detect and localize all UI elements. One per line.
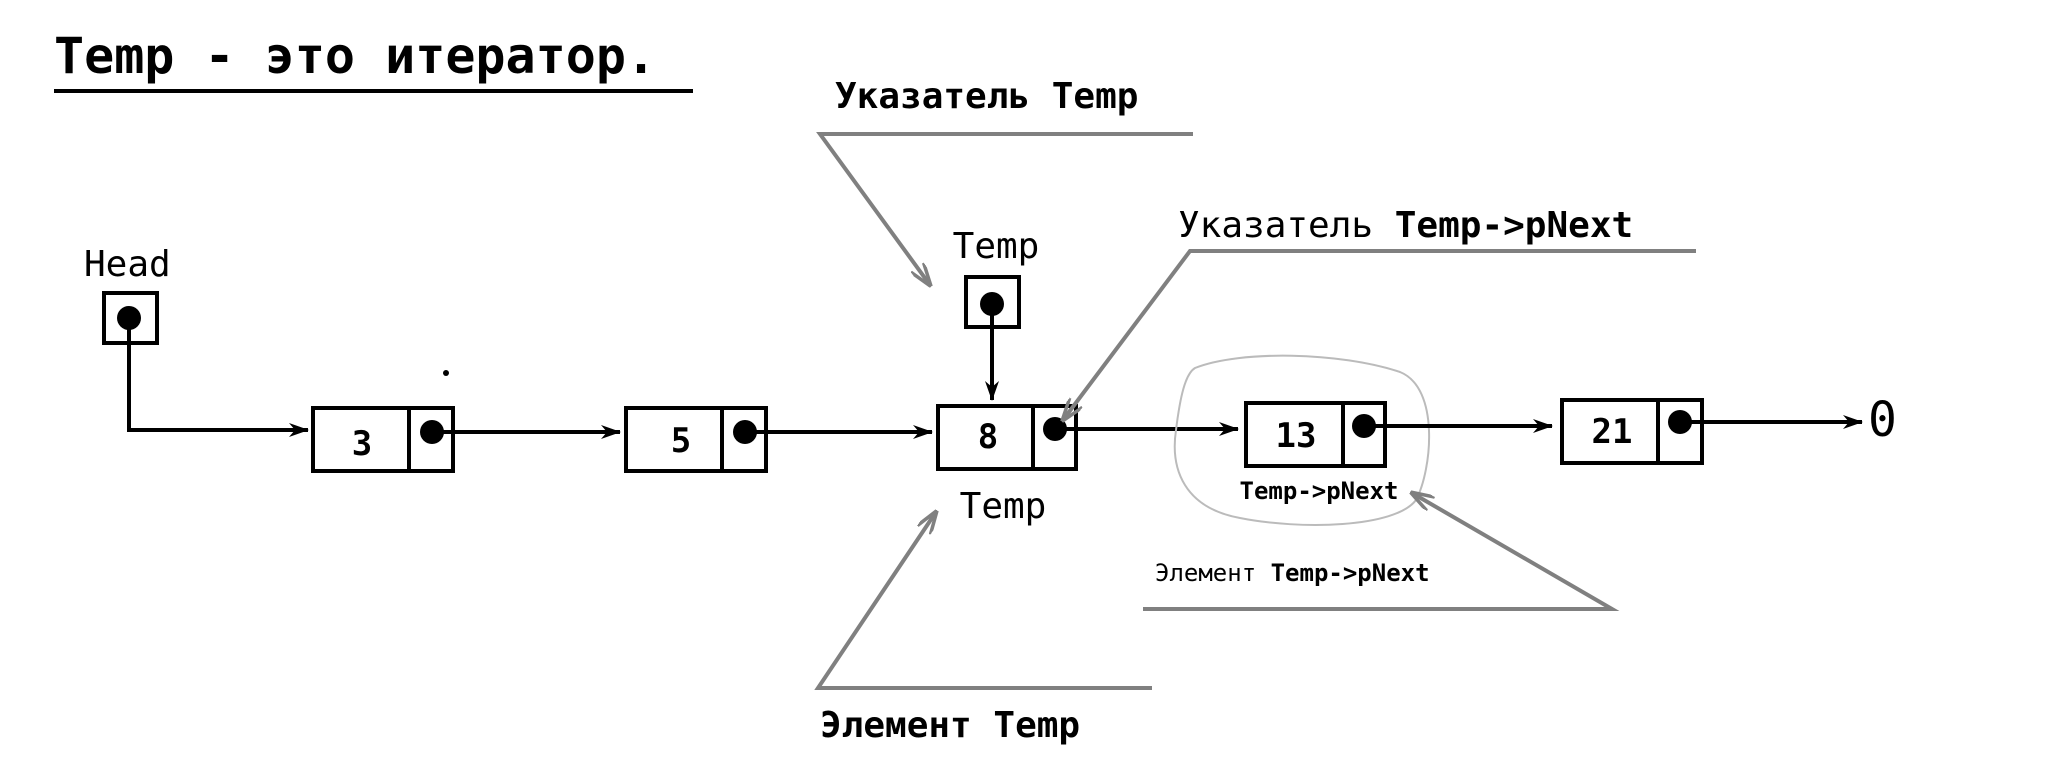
node-5-value: 5: [671, 421, 691, 461]
callout-pointer-pnext-bold: Temp->pNext: [1395, 205, 1633, 246]
callout-element-pnext-prefix: Элемент: [1155, 559, 1271, 587]
callout-pointer-pnext-line: [1063, 249, 1696, 420]
diagram-title: Temp - это итератор.: [54, 27, 656, 85]
temp-element-label: Temp: [960, 486, 1047, 527]
node-8-value: 8: [978, 417, 998, 457]
head-link-arrow: [127, 318, 309, 437]
node-13-value: 13: [1276, 416, 1317, 456]
callout-element-temp-line: [814, 512, 1152, 690]
temp-pointer-label: Temp: [953, 226, 1040, 267]
callout-pointer-pnext-prefix: Указатель: [1178, 205, 1395, 246]
pnext-highlight-outline: [1173, 354, 1431, 526]
pnext-node-label: Temp->pNext: [1240, 477, 1399, 505]
callout-element-pnext-line: [1143, 493, 1620, 611]
node-21-value: 21: [1592, 412, 1633, 452]
node-3-value: 3: [352, 424, 372, 464]
callout-pointer-temp: Указатель Temp: [835, 76, 1138, 117]
callout-element-temp: Элемент Temp: [820, 705, 1080, 746]
null-terminator: 0: [1868, 392, 1897, 448]
callout-element-pnext-bold: Temp->pNext: [1271, 559, 1430, 587]
head-label: Head: [84, 244, 171, 285]
stray-dot: [443, 370, 449, 376]
callout-pointer-pnext: Указатель Temp->pNext: [1178, 205, 1633, 246]
node-13-box: [1244, 401, 1387, 468]
callout-element-pnext: Элемент Temp->pNext: [1155, 559, 1430, 587]
callout-pointer-temp-line: [816, 132, 1193, 285]
